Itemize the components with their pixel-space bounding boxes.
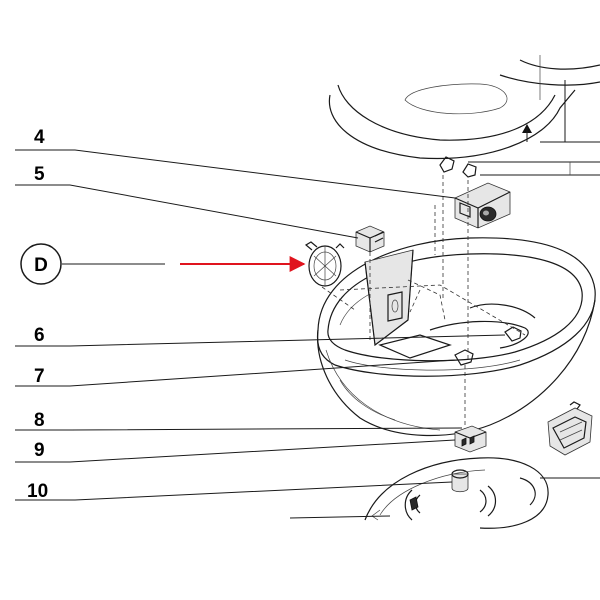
callout-4: 4 [34, 127, 45, 148]
callout-d: D [34, 255, 48, 276]
part-4-switch-module [454, 182, 511, 229]
leader-10 [15, 481, 453, 501]
callout-8: 8 [34, 410, 45, 431]
lower-base [364, 457, 549, 529]
main-basin [316, 237, 596, 437]
part-5-clip [355, 225, 385, 253]
leader-7 [15, 359, 456, 387]
leader-base-left [289, 515, 391, 519]
leader-8 [15, 427, 463, 431]
leader-lines [15, 149, 600, 519]
top-lid [328, 55, 600, 178]
callout-d-circle [20, 243, 62, 285]
leader-6 [15, 334, 506, 347]
leader-9 [15, 439, 456, 463]
part-10-cylinder [451, 469, 469, 493]
callout-7: 7 [34, 366, 45, 387]
leader-5 [15, 184, 359, 239]
leader-4 [15, 149, 456, 199]
assembly-guide-lines [321, 175, 526, 430]
callout-5: 5 [34, 164, 45, 185]
part-d-grille [304, 241, 345, 287]
callout-9: 9 [34, 440, 45, 461]
part-9-connector [454, 425, 487, 453]
side-clip-part [547, 401, 593, 456]
callout-6: 6 [34, 325, 45, 346]
callout-10: 10 [27, 481, 48, 502]
